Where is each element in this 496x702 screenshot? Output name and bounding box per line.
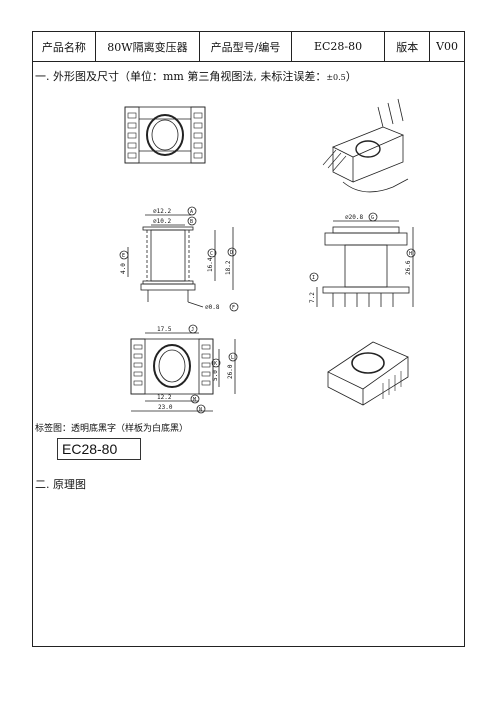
side-view: ⌀20.8 G 7.2 I 26.6 H — [309, 212, 416, 307]
bottom-view: 17.5 J 12.2 M 23.0 N 5.0 K 26.0 L — [130, 324, 238, 414]
dim-bottom-outer: 23.0 — [158, 404, 173, 411]
label-text: EC28-80 — [62, 441, 118, 457]
label-note: 标签图：透明底黑字（样板为白底黑） — [35, 424, 189, 434]
model-value: EC28-80 — [292, 32, 386, 61]
dim-mid-height: 16.4 — [207, 257, 214, 272]
product-name-label: 产品名称 — [33, 32, 96, 61]
outline-drawing: ⌀12.2 ⌀10.2 A B 4.0 E 16.4 C 18.2 D ⌀0.8… — [119, 98, 416, 414]
svg-text:N: N — [199, 407, 202, 413]
dim-side-pin: 7.2 — [309, 292, 316, 303]
dim-right-height: 18.2 — [225, 260, 232, 275]
svg-text:J: J — [191, 327, 194, 333]
svg-text:D: D — [230, 250, 233, 256]
svg-text:F: F — [232, 305, 235, 311]
svg-text:I: I — [312, 275, 315, 281]
spec-sheet: 产品名称 80W隔离变压器 产品型号/编号 EC28-80 版本 V00 一. … — [32, 31, 465, 647]
dim-top-outer: ⌀12.2 — [153, 208, 171, 215]
dim-bottom-l: 26.0 — [227, 364, 234, 379]
isometric-view-bottom — [327, 341, 409, 406]
dim-bottom-k: 5.0 — [212, 370, 219, 381]
isometric-view-top — [322, 98, 409, 193]
section-2-title: 二. 原理图 — [35, 478, 86, 491]
product-name-value: 80W隔离变压器 — [96, 32, 201, 61]
dim-bottom-inner: 12.2 — [157, 394, 172, 401]
label-sample: EC28-80 — [57, 438, 141, 460]
version-value: V00 — [436, 40, 459, 53]
svg-text:K: K — [214, 361, 217, 367]
svg-text:G: G — [371, 215, 374, 221]
model-label: 产品型号/编号 — [200, 32, 292, 61]
svg-text:E: E — [122, 253, 125, 259]
tolerance-value: ±0.5 — [326, 73, 346, 82]
svg-text:M: M — [193, 397, 196, 403]
dim-side-height: 26.6 — [405, 260, 412, 275]
header-table: 产品名称 80W隔离变压器 产品型号/编号 EC28-80 版本 V00 — [33, 32, 464, 62]
top-view — [124, 106, 206, 164]
svg-text:H: H — [409, 251, 412, 257]
dim-left-height: 4.0 — [120, 263, 127, 274]
dim-top-inner: ⌀10.2 — [153, 218, 171, 225]
svg-text:A: A — [190, 209, 193, 215]
version-label: 版本 — [385, 32, 431, 61]
dim-side-dia: ⌀20.8 — [345, 214, 363, 221]
svg-text:C: C — [210, 251, 213, 257]
dim-bottom-top: 17.5 — [157, 326, 172, 333]
svg-text:L: L — [231, 355, 234, 361]
front-view: ⌀12.2 ⌀10.2 A B 4.0 E 16.4 C 18.2 D ⌀0.8… — [119, 206, 239, 312]
section-1-title: 一. 外形图及尺寸（单位：mm 第三角视图法, 未标注误差：±0.5） — [35, 70, 357, 83]
dim-pin-dia: ⌀0.8 — [205, 304, 220, 311]
svg-text:B: B — [190, 219, 193, 225]
